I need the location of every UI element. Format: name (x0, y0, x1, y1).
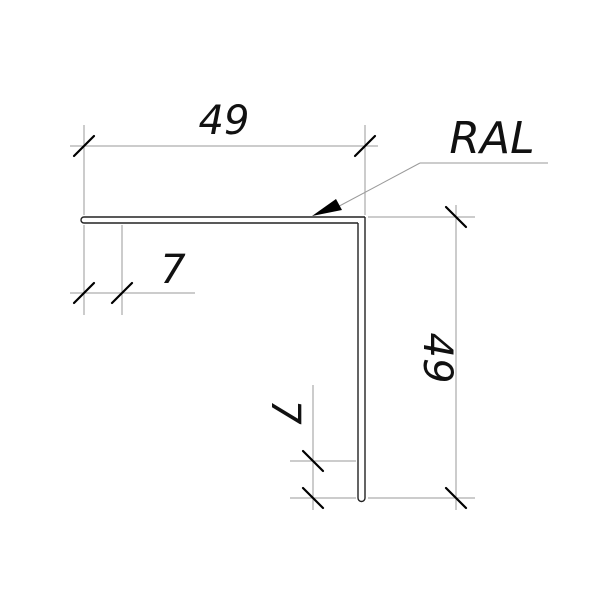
dimension-tick (444, 486, 468, 510)
dimension-tick (110, 281, 134, 305)
dimension-tick (301, 486, 325, 510)
dimension-tick (72, 281, 96, 305)
dimension-tick (444, 205, 468, 229)
dimension-right-height-label: 49 (414, 333, 460, 384)
dimension-top-hem: 7 (70, 225, 195, 315)
coating-leader: RAL (312, 113, 548, 216)
dimension-top-hem-label: 7 (160, 247, 186, 293)
dimension-top-width-label: 49 (199, 98, 250, 144)
leader-arrow-icon (312, 199, 342, 216)
angle-profile (80, 216, 366, 503)
dimension-bottom-hem-label: 7 (262, 399, 308, 425)
dimension-tick (301, 449, 325, 473)
leader-line (329, 162, 421, 212)
profile-top-hem-fold (80, 216, 85, 224)
profile-bottom-hem-fold (357, 497, 366, 503)
dimension-top-width: 49 (70, 98, 378, 215)
dimension-right-height: 49 (368, 205, 475, 510)
dimension-tick (72, 134, 96, 158)
dimension-bottom-hem: 7 (262, 385, 356, 510)
coating-label: RAL (449, 113, 534, 164)
dimension-tick (353, 134, 377, 158)
